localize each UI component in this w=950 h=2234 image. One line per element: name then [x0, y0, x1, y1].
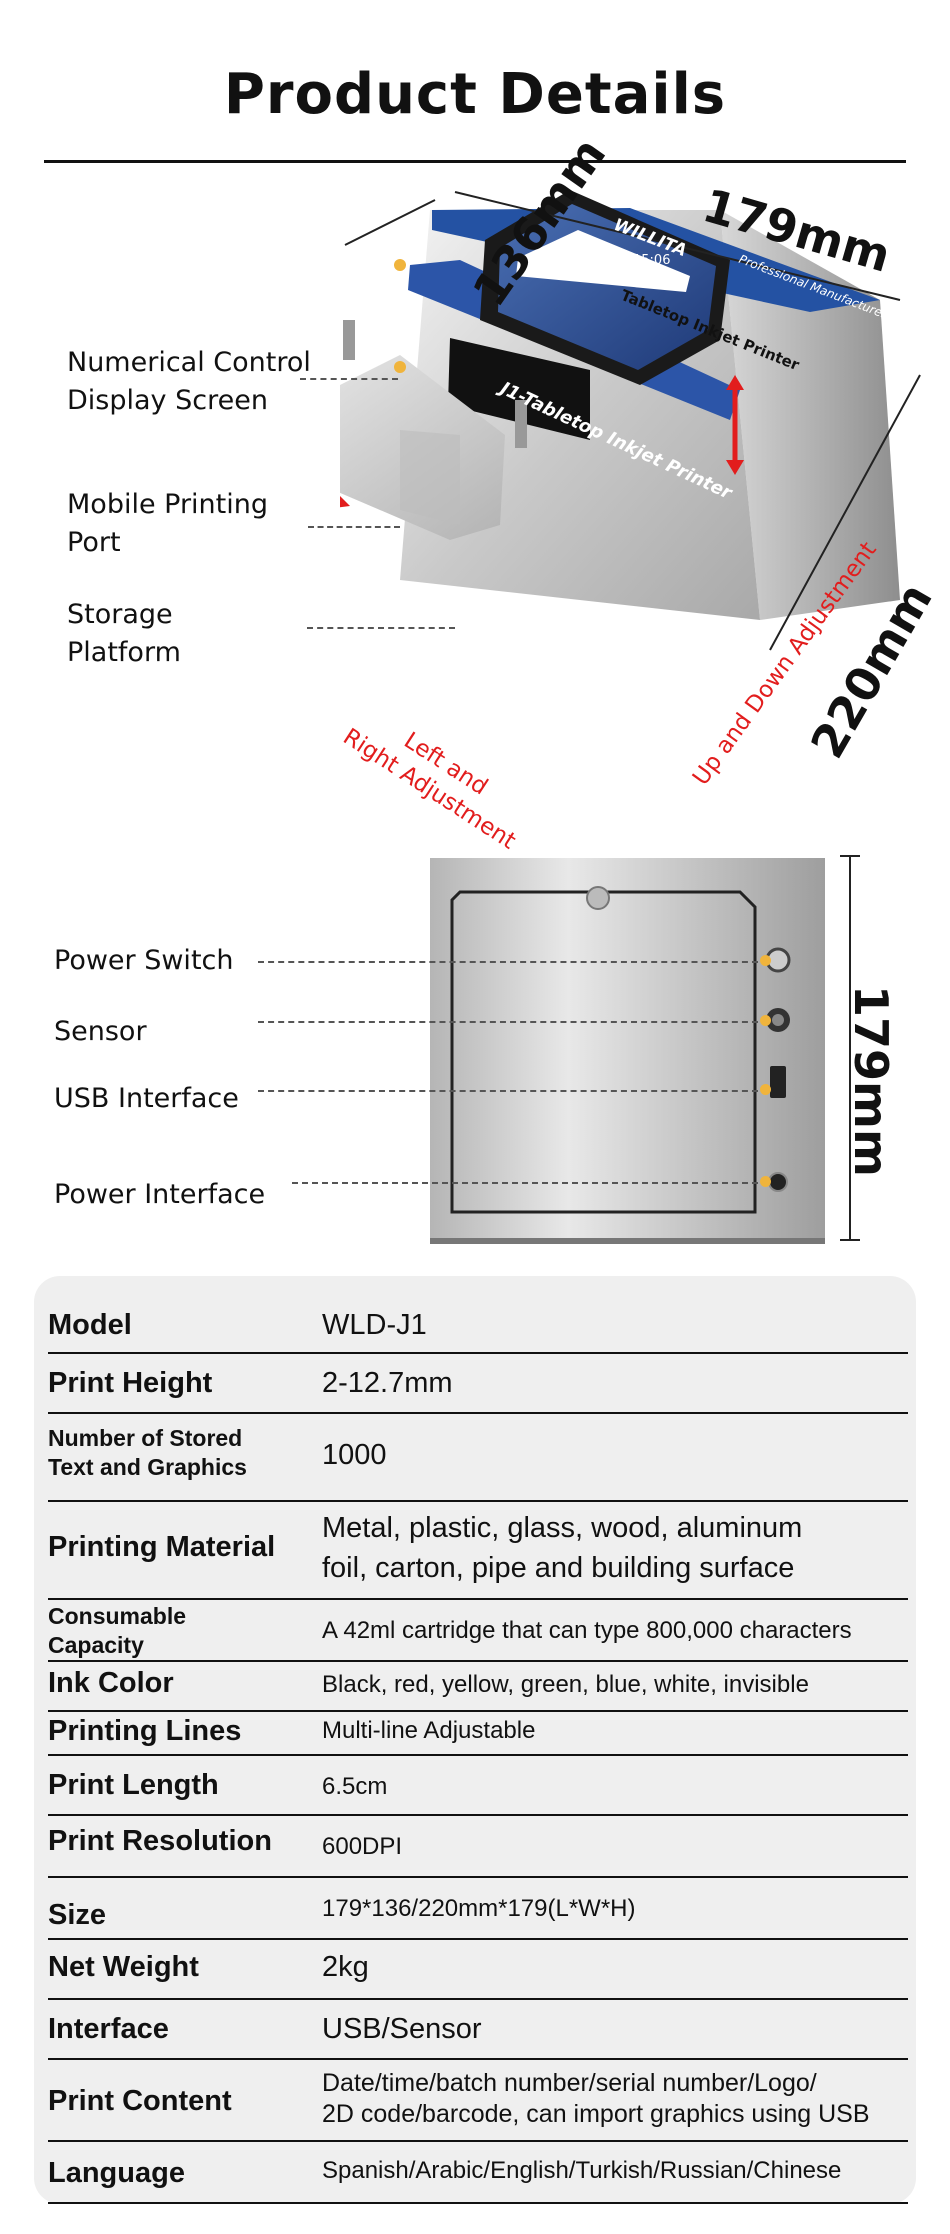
spec-row: Print Height 2-12.7mm — [48, 1352, 908, 1414]
spec-row: Ink Color Black, red, yellow, green, blue… — [48, 1660, 908, 1712]
spec-row: Print Resolution 600DPI — [48, 1814, 908, 1878]
spec-label: Ink Color — [48, 1667, 174, 1699]
spec-value: 2-12.7mm — [322, 1367, 453, 1399]
spec-row: Size 179*136/220mm*179(L*W*H) — [48, 1876, 908, 1940]
spec-value: Multi-line Adjustable — [322, 1717, 536, 1744]
leader-line — [292, 1182, 758, 1184]
callout-usb-interface: USB Interface — [54, 1083, 239, 1114]
spec-label: Interface — [48, 2013, 169, 2045]
callout-power-interface: Power Interface — [54, 1179, 266, 1210]
title-divider — [44, 160, 906, 163]
spec-label: Print Length — [48, 1769, 219, 1801]
spec-label: Printing Lines — [48, 1715, 242, 1747]
spec-label: Language — [48, 2157, 185, 2189]
spec-value: Date/time/batch number/serial number/Log… — [322, 2069, 870, 2128]
callout-sensor: Sensor — [54, 1016, 147, 1047]
leader-line — [300, 378, 398, 380]
spec-label: Print Content — [48, 2085, 232, 2117]
leader-line — [258, 1021, 758, 1023]
spec-row: Consumable Capacity A 42ml cartridge that… — [48, 1598, 908, 1662]
callout-display-screen: Numerical Control Display Screen — [67, 347, 311, 416]
spec-value: 600DPI — [322, 1833, 403, 1860]
spec-value: 179*136/220mm*179(L*W*H) — [322, 1895, 636, 1922]
callout-power-switch: Power Switch — [54, 945, 234, 976]
spec-row: Printing Lines Multi-line Adjustable — [48, 1710, 908, 1756]
spec-row: Model WLD-J1 — [48, 1300, 908, 1354]
spec-row: Language Spanish/Arabic/English/Turkish/R… — [48, 2140, 908, 2204]
spec-label: Net Weight — [48, 1951, 199, 1983]
leader-line — [258, 1090, 758, 1092]
spec-row: Print Length 6.5cm — [48, 1754, 908, 1816]
spec-row: Printing Material Metal, plastic, glass, … — [48, 1500, 908, 1600]
callout-storage-platform: Storage Platform — [67, 599, 181, 668]
spec-label: Consumable Capacity — [48, 1603, 187, 1658]
power-interface-marker — [760, 1176, 771, 1187]
spec-label: Printing Material — [48, 1531, 276, 1563]
dimension-side-height: 179mm — [844, 985, 898, 1177]
spec-value: 1000 — [322, 1439, 387, 1471]
spec-table-panel — [34, 1276, 916, 2204]
spec-row: Number of Stored Text and Graphics 1000 — [48, 1412, 908, 1502]
spec-label: Model — [48, 1309, 132, 1341]
spec-label: Number of Stored Text and Graphics — [48, 1425, 247, 1480]
page-title: Product Details — [223, 62, 727, 127]
printer-illustration — [340, 190, 921, 651]
spec-value: Spanish/Arabic/English/Turkish/Russian/C… — [322, 2157, 842, 2184]
spec-value: USB/Sensor — [322, 2013, 482, 2045]
leader-line — [307, 627, 455, 629]
spec-row: Net Weight 2kg — [48, 1938, 908, 2000]
spec-value: A 42ml cartridge that can type 800,000 c… — [322, 1617, 852, 1644]
leader-line — [308, 526, 400, 528]
spec-row: Interface USB/Sensor — [48, 1998, 908, 2060]
spec-label: Print Height — [48, 1367, 213, 1399]
power-switch-marker — [760, 955, 771, 966]
spec-row: Print Content Date/time/batch number/seri… — [48, 2058, 908, 2142]
spec-value: Metal, plastic, glass, wood, aluminum fo… — [322, 1512, 803, 1584]
spec-label: Size — [48, 1899, 107, 1931]
callout-printing-port: Mobile Printing Port — [67, 489, 269, 558]
spec-value: WLD-J1 — [322, 1309, 427, 1341]
printer-side-view — [430, 855, 860, 1244]
sensor-marker — [760, 1015, 771, 1026]
spec-value: 6.5cm — [322, 1773, 388, 1800]
spec-value: Black, red, yellow, green, blue, white, … — [322, 1671, 809, 1698]
spec-value: 2kg — [322, 1951, 369, 1983]
leader-line — [258, 961, 758, 963]
usb-marker — [760, 1084, 771, 1095]
screen-time: 15:06 — [633, 253, 671, 268]
spec-label: Print Resolution — [48, 1825, 272, 1857]
